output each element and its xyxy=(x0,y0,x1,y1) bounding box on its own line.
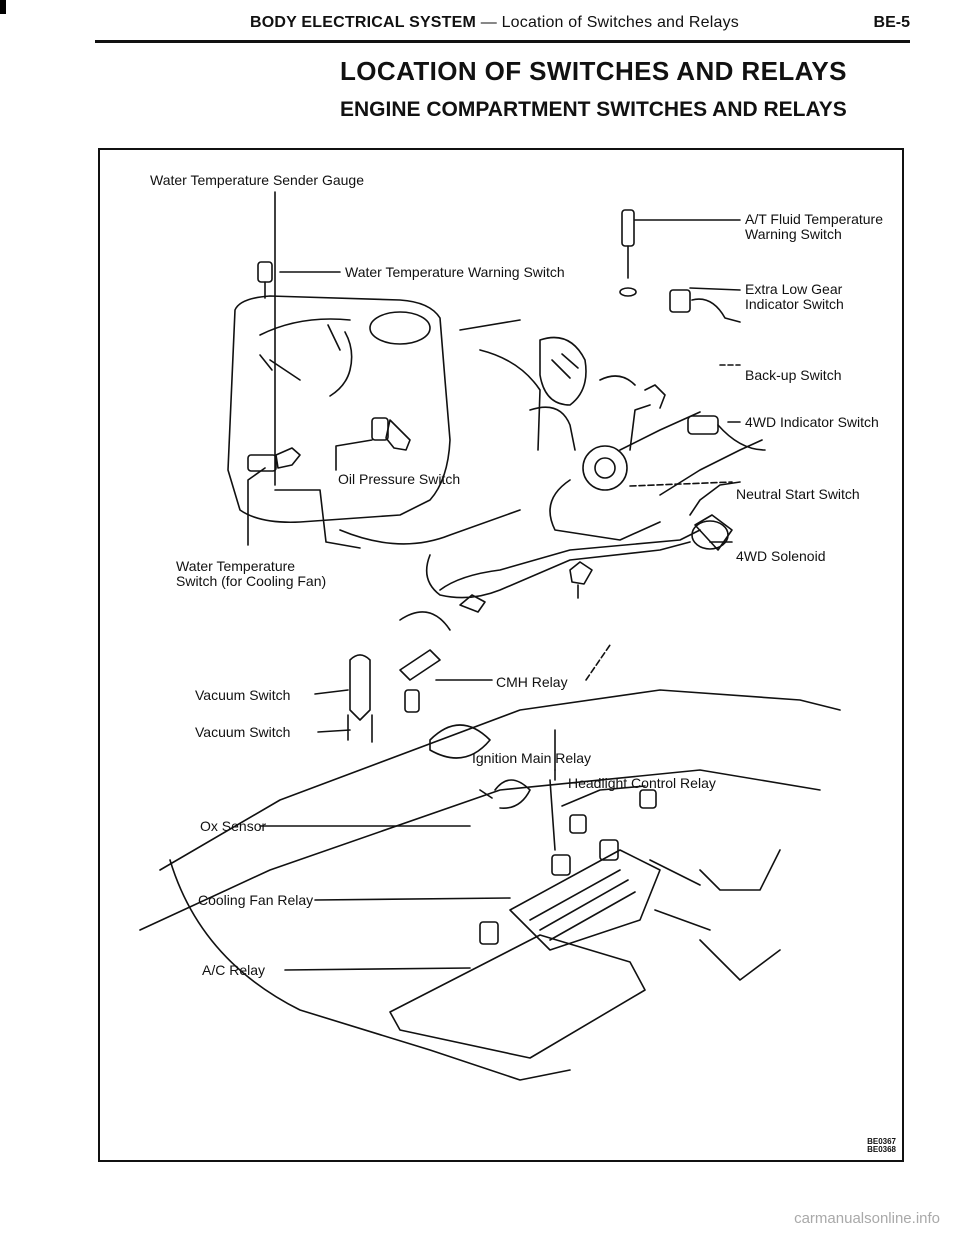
label-ignition-main-relay: Ignition Main Relay xyxy=(472,750,592,766)
running-header: BODY ELECTRICAL SYSTEM — Location of Swi… xyxy=(250,14,910,38)
label-cooling-fan-relay: Cooling Fan Relay xyxy=(198,892,314,908)
figure-code-1: BE0367 xyxy=(867,1137,896,1146)
header-subtitle: — Location of Switches and Relays xyxy=(480,14,740,31)
label-4wd-indicator-switch: 4WD Indicator Switch xyxy=(745,414,879,430)
header-section: BODY ELECTRICAL SYSTEM — Location of Swi… xyxy=(250,14,739,32)
label-oil-pressure-switch: Oil Pressure Switch xyxy=(338,471,461,487)
sensor-parts-drawing xyxy=(247,209,766,472)
label-4wd-solenoid: 4WD Solenoid xyxy=(736,548,826,564)
label-water-temp-sender-gauge: Water Temperature Sender Gauge xyxy=(150,172,365,188)
page-corner-mark xyxy=(0,0,6,14)
label-water-temp-warning-switch: Water Temperature Warning Switch xyxy=(345,264,565,280)
lower-leader-lines xyxy=(259,644,646,971)
engine-compartment-illustration xyxy=(139,191,841,1081)
lower-bay-drawing xyxy=(139,611,841,1081)
label-neutral-start-switch: Neutral Start Switch xyxy=(736,486,860,502)
label-ac-relay: A/C Relay xyxy=(202,962,266,978)
label-extra-low-gear-2: Indicator Switch xyxy=(745,296,844,312)
label-backup-switch: Back-up Switch xyxy=(745,367,842,383)
upper-leader-lines xyxy=(247,191,741,546)
page-title: LOCATION OF SWITCHES AND RELAYS xyxy=(340,56,847,86)
label-water-temp-fan-2: Switch (for Cooling Fan) xyxy=(176,573,327,589)
label-at-fluid-temp-2: Warning Switch xyxy=(745,226,842,242)
label-headlight-control-relay: Headlight Control Relay xyxy=(568,775,716,791)
label-water-temp-fan-1: Water Temperature xyxy=(176,558,296,574)
watermark: carmanualsonline.info xyxy=(794,1210,940,1227)
label-vacuum-switch-2: Vacuum Switch xyxy=(195,724,291,740)
header-rule xyxy=(95,40,910,43)
label-cmh-relay: CMH Relay xyxy=(496,674,568,690)
page-number: BE-5 xyxy=(873,14,910,31)
engine-block-drawing xyxy=(227,295,763,613)
header-section-name: BODY ELECTRICAL SYSTEM xyxy=(250,14,477,31)
figure-frame: Water Temperature Sender Gauge Water Tem… xyxy=(98,148,904,1162)
figure-code-2: BE0368 xyxy=(867,1145,896,1154)
figure-codes: BE0367 BE0368 xyxy=(867,1138,896,1154)
label-extra-low-gear-1: Extra Low Gear xyxy=(745,281,843,297)
section-title: ENGINE COMPARTMENT SWITCHES AND RELAYS xyxy=(340,98,847,121)
label-vacuum-switch-1: Vacuum Switch xyxy=(195,687,291,703)
label-ox-sensor: Ox Sensor xyxy=(200,818,267,834)
label-at-fluid-temp-1: A/T Fluid Temperature xyxy=(745,211,883,227)
